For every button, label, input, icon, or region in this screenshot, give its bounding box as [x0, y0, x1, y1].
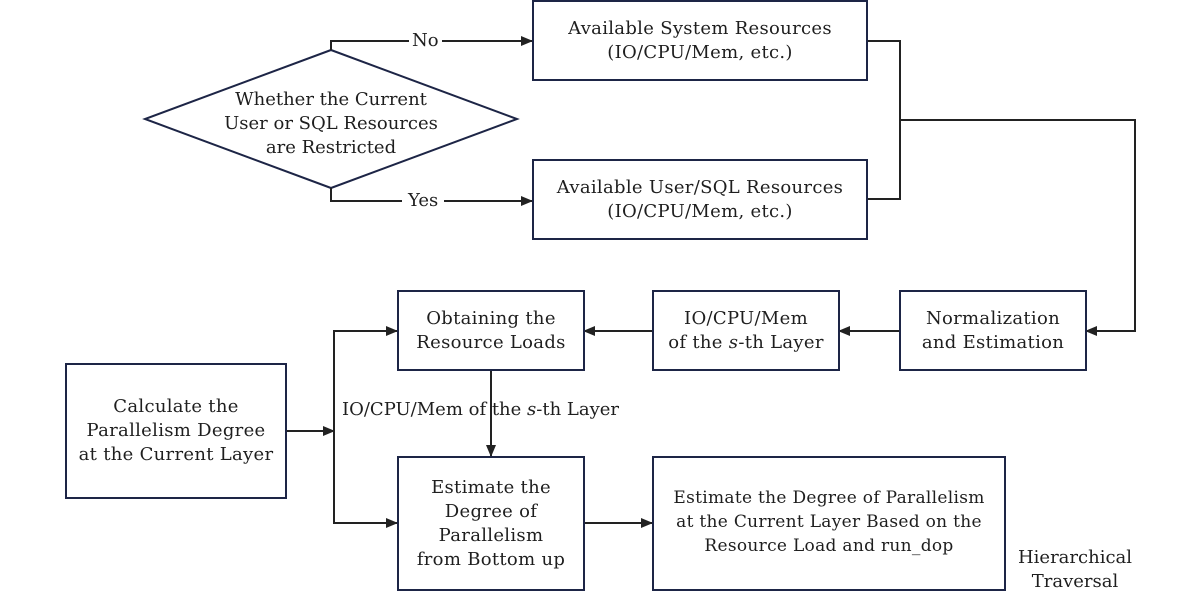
- node-line: Resource Loads: [416, 331, 566, 353]
- layer-resources-node: IO/CPU/Mem of the s-th Layer: [652, 290, 840, 371]
- decision-line: User or SQL Resources: [224, 113, 438, 134]
- node-line: from Bottom up: [416, 548, 566, 570]
- variable-s: s: [527, 399, 537, 420]
- node-line: Estimate the: [431, 476, 551, 498]
- node-line: Degree of: [444, 500, 538, 522]
- no-label: No: [409, 30, 442, 52]
- node-line: Resource Load and run_dop: [704, 536, 954, 556]
- text-part: -th Layer: [536, 399, 620, 420]
- system-resources-node: Available System Resources (IO/CPU/Mem, …: [532, 0, 868, 81]
- annotation-line: Hierarchical: [1017, 547, 1133, 568]
- text-part: -th Layer: [738, 331, 824, 353]
- node-line: at the Current Layer: [78, 444, 274, 465]
- node-line: Estimate the Degree of Parallelism: [673, 488, 985, 508]
- hierarchical-traversal-annotation: Hierarchical Traversal: [1010, 546, 1140, 594]
- edge-system-merge: [867, 40, 901, 200]
- node-line: Parallelism Degree: [86, 420, 266, 441]
- variable-s: s: [728, 331, 739, 353]
- node-line: Obtaining the: [426, 307, 556, 329]
- decision-line: Whether the Current: [235, 89, 427, 110]
- estimate-bottom-up-node: Estimate the Degree of Parallelism from …: [397, 456, 585, 591]
- edge-no: [330, 36, 533, 50]
- normalization-node: Normalization and Estimation: [899, 290, 1087, 371]
- node-line: Available User/SQL Resources: [556, 176, 844, 198]
- node-line: Available System Resources: [568, 17, 832, 39]
- calculate-node: Calculate the Parallelism Degree at the …: [65, 363, 287, 499]
- edge-merge-to-normalization: [900, 119, 1136, 336]
- edge-yes: [330, 188, 533, 206]
- node-line: IO/CPU/Mem: [684, 307, 808, 329]
- node-line: (IO/CPU/Mem, etc.): [607, 200, 793, 222]
- decision-text: Whether the Current User or SQL Resource…: [195, 88, 467, 160]
- text-part: IO/CPU/Mem of the: [342, 399, 528, 420]
- node-line: and Estimation: [921, 331, 1065, 353]
- node-line: (IO/CPU/Mem, etc.): [607, 41, 793, 63]
- node-line: Parallelism: [438, 524, 544, 546]
- node-line: Normalization: [925, 307, 1061, 329]
- node-line: of the s-th Layer: [668, 331, 824, 355]
- text-part: of the: [668, 331, 729, 353]
- yes-label: Yes: [402, 190, 445, 212]
- estimate-current-node: Estimate the Degree of Parallelism at th…: [652, 456, 1006, 591]
- annotation-line: Traversal: [1031, 571, 1119, 592]
- node-line: at the Current Layer Based on the: [676, 512, 982, 532]
- decision-line: are Restricted: [265, 137, 397, 158]
- node-line: Calculate the: [113, 396, 239, 417]
- obtaining-loads-node: Obtaining the Resource Loads: [397, 290, 585, 371]
- edge-label-layer-resources: IO/CPU/Mem of the s-th Layer: [342, 399, 619, 421]
- user-sql-resources-node: Available User/SQL Resources (IO/CPU/Mem…: [532, 159, 868, 240]
